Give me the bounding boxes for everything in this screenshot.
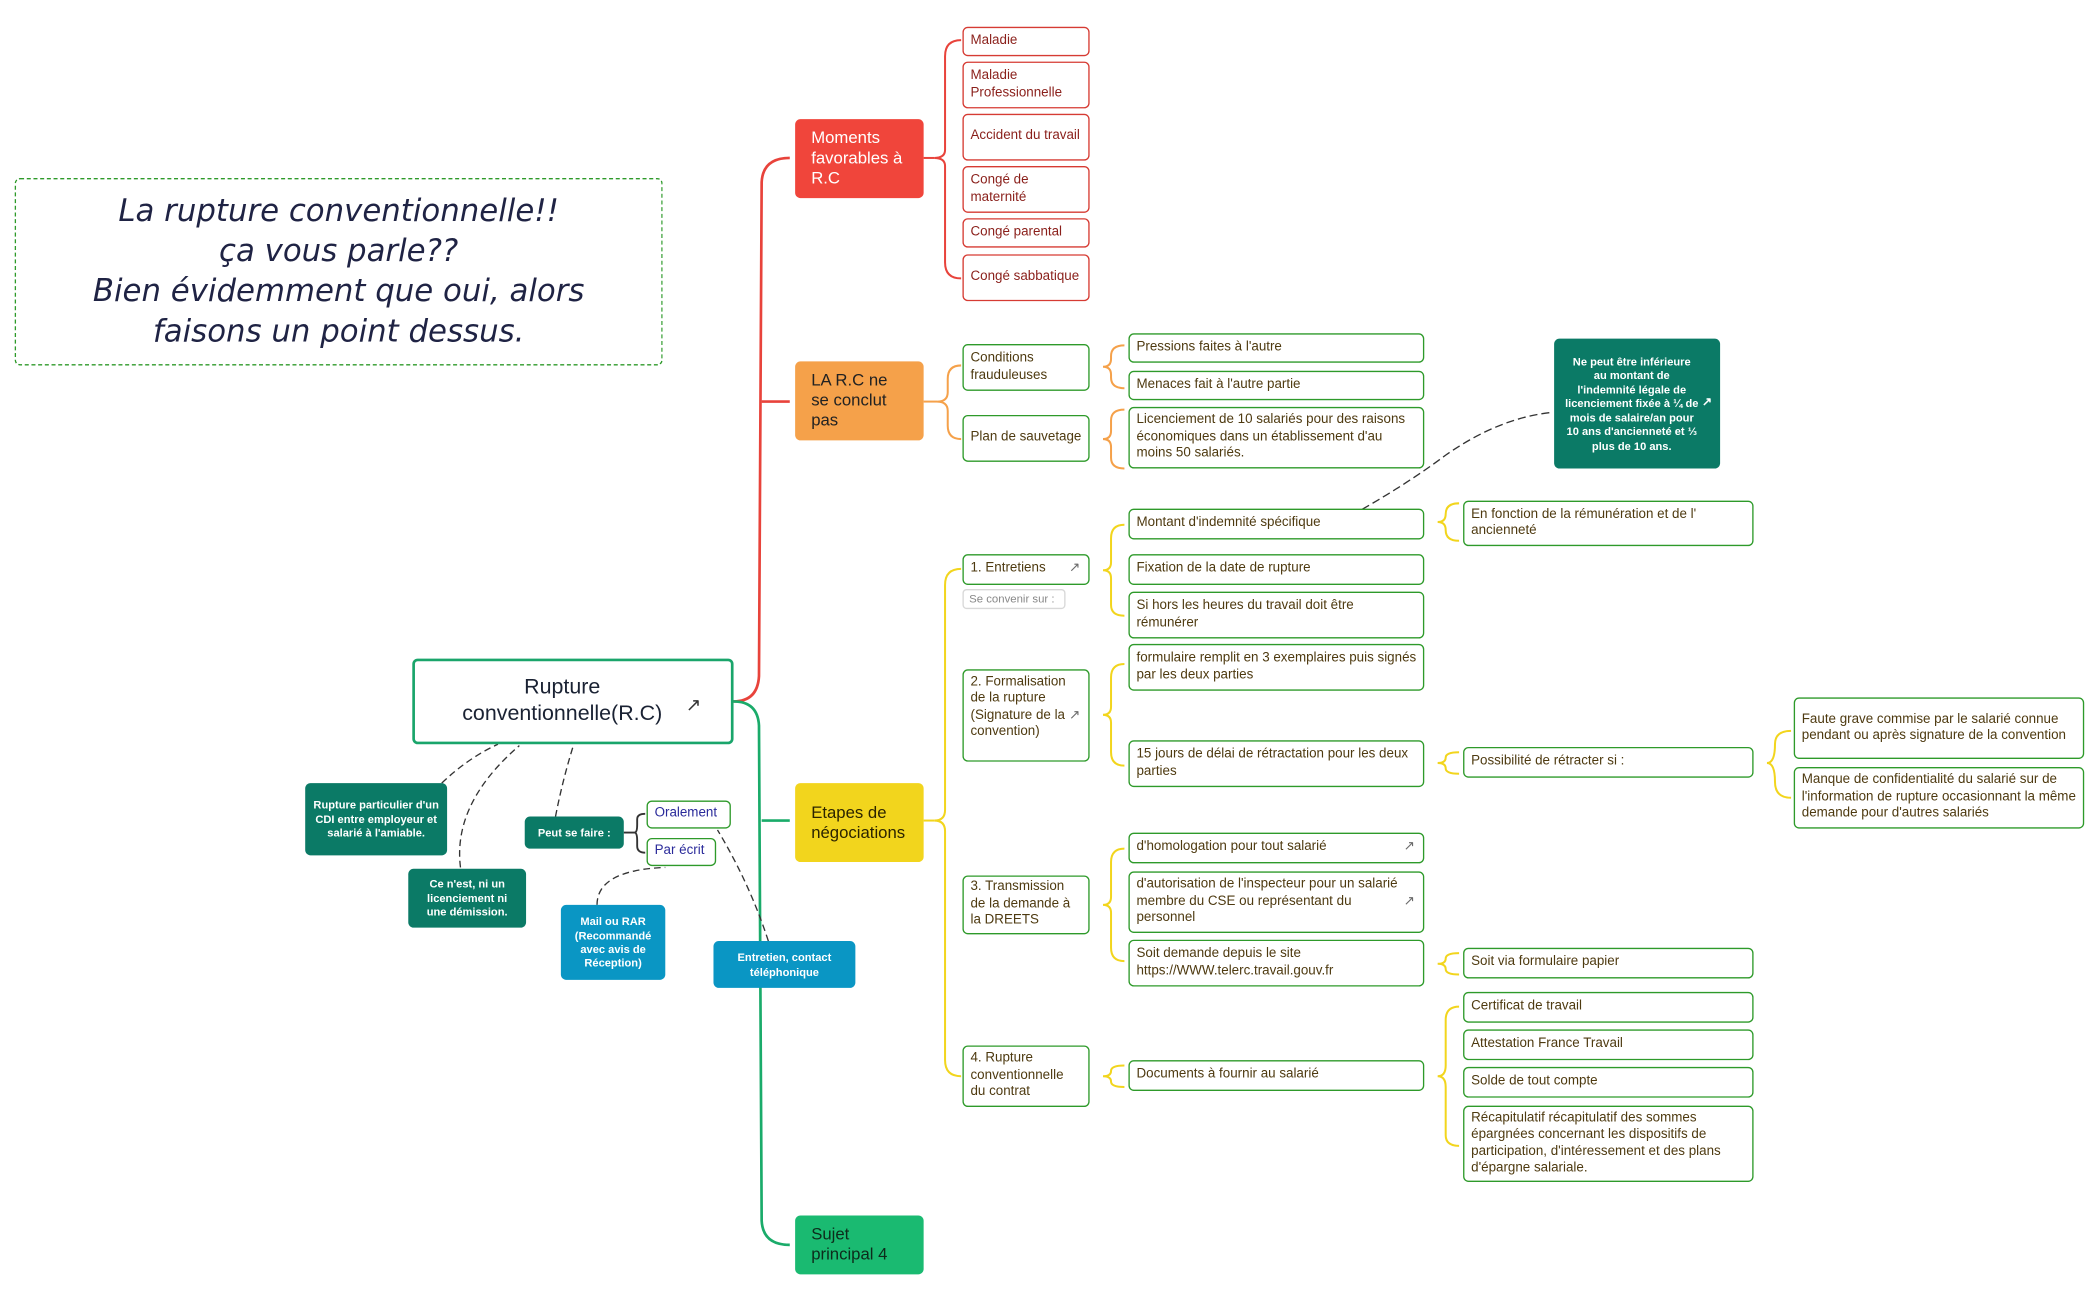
fraud-item[interactable]: Pressions faites à l'autre (1128, 333, 1425, 363)
branch-steps[interactable]: Etapes de négociations (795, 783, 924, 863)
step3-item[interactable]: d'autorisation de l'inspecteur pour un s… (1128, 871, 1425, 934)
external-link-icon[interactable]: ↗ (1403, 894, 1415, 909)
branch-moments[interactable]: Moments favorables à R.C (795, 119, 924, 199)
intro-line-1: La rupture conventionnelle!! (118, 194, 559, 229)
root-title-line1: Rupture (524, 675, 601, 699)
step1-item[interactable]: Si hors les heures du travail doit être … (1128, 591, 1425, 639)
fraud-conditions[interactable]: Conditions frauduleuses (962, 344, 1090, 391)
external-link-icon[interactable]: ↗ (685, 693, 702, 715)
external-link-icon[interactable]: ↗ (1701, 394, 1713, 409)
document-item[interactable]: Solde de tout compte (1463, 1066, 1754, 1098)
branch-not-concluded[interactable]: LA R.C ne se conclut pas (795, 361, 924, 441)
step-2[interactable]: 2. Formalisation de la rupture (Signatur… (962, 669, 1090, 762)
retract-item[interactable]: Manque de confidentialité du salarié sur… (1793, 767, 2085, 829)
root-title-line2: conventionnelle(R.C) (462, 702, 663, 726)
step1-item[interactable]: Fixation de la date de rupture (1128, 554, 1425, 585)
external-link-icon[interactable]: ↗ (1403, 839, 1415, 855)
retract-possibility[interactable]: Possibilité de rétracter si : (1463, 746, 1754, 778)
callout-interview[interactable]: Entretien, contact téléphonique (713, 941, 856, 988)
external-link-icon[interactable]: ↗ (1069, 560, 1081, 576)
external-link-icon[interactable]: ↗ (1069, 708, 1081, 723)
intro-line-4: faisons un point dessus. (152, 314, 525, 350)
intro-line-2: ça vous parle?? (219, 234, 459, 270)
callout-can-be-done[interactable]: Peut se faire : (524, 816, 624, 849)
moment-item[interactable]: Congé parental (962, 218, 1090, 248)
step2-item[interactable]: 15 jours de délai de rétractation pour l… (1128, 740, 1425, 788)
callout-not-dismissal[interactable]: Ce n'est, ni un licenciement ni une démi… (408, 868, 527, 928)
indemnity-callout[interactable]: Ne peut être inférieure au montant de l'… (1554, 338, 1721, 469)
callout-definition[interactable]: Rupture particulier d'un CDI entre emplo… (305, 783, 448, 856)
step4-item[interactable]: Documents à fournir au salarié (1128, 1060, 1425, 1091)
intro-line-3: Bien évidemment que oui, alors (92, 274, 585, 310)
retract-item[interactable]: Faute grave commise par le salarié connu… (1793, 697, 2085, 759)
moment-item[interactable]: Congé de maternité (962, 165, 1090, 213)
document-item[interactable]: Récapitulatif récapitulatif des sommes é… (1463, 1105, 1754, 1182)
root-topic[interactable]: Rupture conventionnelle(R.C) ↗ (412, 658, 734, 745)
paper-form[interactable]: Soit via formulaire papier (1463, 947, 1754, 979)
step2-item[interactable]: formulaire remplit en 3 exemplaires puis… (1128, 643, 1425, 691)
step1-item[interactable]: Montant d'indemnité spécifique (1128, 508, 1425, 540)
intro-note: La rupture conventionnelle!! ça vous par… (14, 178, 663, 366)
step1-tag: Se convenir sur : (962, 588, 1066, 610)
safeguard-item[interactable]: Licenciement de 10 salariés pour des rai… (1128, 406, 1425, 469)
moment-item[interactable]: Maladie (962, 26, 1090, 57)
step3-item[interactable]: Soit demande depuis le site https://WWW.… (1128, 939, 1425, 987)
moment-item[interactable]: Congé sabbatique (962, 254, 1090, 302)
moment-item[interactable]: Accident du travail (962, 113, 1090, 161)
branch-subject4[interactable]: Sujet principal 4 (795, 1215, 924, 1275)
safeguard-plan[interactable]: Plan de sauvetage (962, 414, 1090, 462)
moment-item[interactable]: Maladie Professionnelle (962, 61, 1090, 109)
callout-mail[interactable]: Mail ou RAR (Recommandé avec avis de Réc… (560, 904, 666, 980)
step-1[interactable]: 1. Entretiens ↗ (962, 554, 1090, 585)
document-item[interactable]: Attestation France Travail (1463, 1029, 1754, 1061)
option-in-writing[interactable]: Par écrit (646, 837, 717, 867)
step-4[interactable]: 4. Rupture conventionnelle du contrat (962, 1045, 1090, 1108)
indemnity-detail[interactable]: En fonction de la rémunération et de l' … (1463, 500, 1754, 547)
document-item[interactable]: Certificat de travail (1463, 991, 1754, 1023)
step3-item[interactable]: d'homologation pour tout salarié ↗ (1128, 832, 1425, 864)
option-orally[interactable]: Oralement (646, 800, 731, 829)
step-3[interactable]: 3. Transmission de la demande à la DREET… (962, 875, 1090, 935)
fraud-item[interactable]: Menaces fait à l'autre partie (1128, 370, 1425, 401)
